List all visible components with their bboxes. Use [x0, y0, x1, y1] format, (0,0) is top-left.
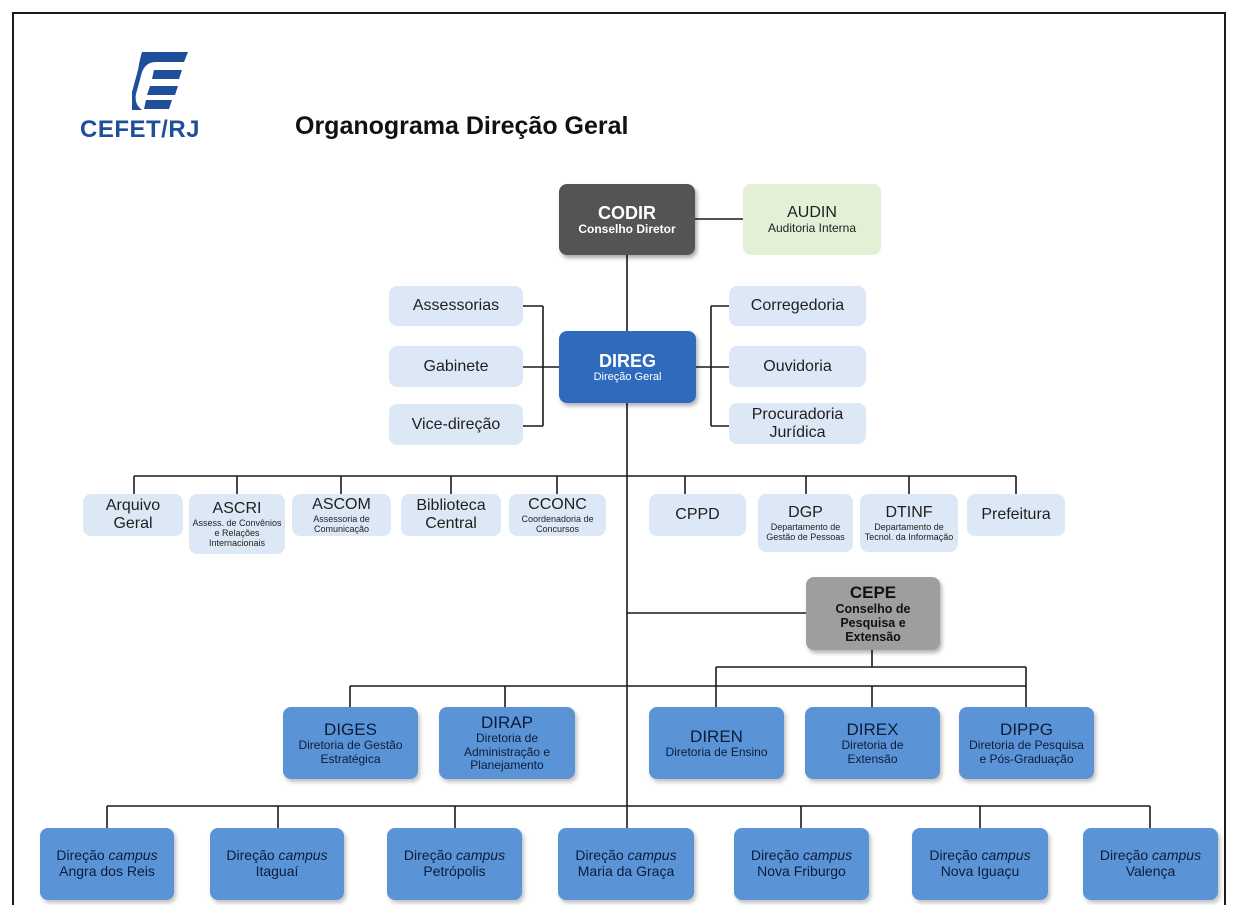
page-frame	[12, 12, 1226, 905]
unit-abbr: ASCOM	[312, 495, 371, 513]
directorate-abbr: DIRAP	[481, 713, 533, 733]
campus-heading: Direção campus	[56, 847, 158, 864]
unit-ascri: ASCRI Assess. de Convênios e Relações In…	[189, 494, 285, 554]
unit-prefeitura: Prefeitura	[967, 494, 1065, 536]
staff-corregedoria: Corregedoria	[729, 286, 866, 326]
unit-full: Coordenadoria de Concursos	[521, 513, 594, 534]
staff-label: Gabinete	[423, 357, 489, 375]
campus-valenca: Direção campus Valença	[1083, 828, 1218, 900]
directorate-full: Diretoria de Pesquisa e Pós-Graduação	[969, 738, 1084, 766]
directorate-abbr: DIREX	[846, 720, 899, 740]
directorate-full: Diretoria de Gestão Estratégica	[298, 738, 403, 766]
unit-arquivo: Arquivo Geral	[83, 494, 183, 536]
page-title: Organograma Direção Geral	[295, 112, 629, 140]
unit-full: Departamento de Gestão de Pessoas	[766, 521, 845, 542]
codir-box: CODIR Conselho Diretor	[559, 184, 695, 255]
campus-name: Nova Iguaçu	[940, 863, 1020, 879]
campus-heading: Direção campus	[403, 847, 506, 864]
staff-vice-direcao: Vice-direção	[389, 404, 523, 445]
unit-full: Departamento de Tecnol. da Informação	[864, 521, 954, 542]
directorate-abbr: DIREN	[690, 726, 743, 746]
staff-label: Vice-direção	[411, 415, 501, 433]
campus-name: Itaguaí	[255, 863, 299, 879]
direg-box: DIREG Direção Geral	[559, 331, 696, 403]
cepe-full: Conselho de Pesquisa e Extensão	[835, 602, 911, 645]
campus-name: Maria da Graça	[577, 863, 675, 879]
campus-petropolis: Direção campus Petrópolis	[387, 828, 522, 900]
campus-maria-da-graca: Direção campus Maria da Graça	[558, 828, 694, 900]
campus-heading: Direção campus	[575, 847, 677, 864]
unit-full: Assessoria de Comunicação	[313, 513, 370, 534]
cepe-abbr: CEPE	[849, 582, 897, 602]
direg-abbr: DIREG	[598, 350, 656, 371]
campus-heading: Direção campus	[750, 847, 853, 864]
campus-itaguai: Direção campus Itaguaí	[210, 828, 344, 900]
campus-heading: Direção campus	[1099, 847, 1202, 864]
directorate-abbr: DIGES	[324, 720, 377, 740]
directorate-direx: DIREX Diretoria de Extensão	[805, 707, 940, 779]
unit-full: Geral	[113, 515, 153, 532]
campus-name: Angra dos Reis	[59, 863, 155, 879]
unit-abbr: CCONC	[528, 495, 587, 513]
staff-label-line2: Jurídica	[769, 423, 826, 441]
staff-ouvidoria: Ouvidoria	[729, 346, 866, 387]
codir-full: Conselho Diretor	[578, 221, 676, 236]
directorate-dirap: DIRAP Diretoria de Administração e Plane…	[439, 707, 575, 779]
unit-abbr: DTINF	[885, 503, 933, 521]
directorate-diges: DIGES Diretoria de Gestão Estratégica	[283, 707, 418, 779]
audin-abbr: AUDIN	[787, 203, 837, 221]
unit-abbr: DGP	[788, 503, 823, 521]
unit-abbr: CPPD	[675, 506, 720, 524]
unit-dgp: DGP Departamento de Gestão de Pessoas	[758, 494, 853, 552]
staff-procuradoria: Procuradoria Jurídica	[729, 403, 866, 444]
campus-heading: Direção campus	[929, 847, 1031, 864]
unit-abbr: Arquivo	[105, 497, 161, 515]
unit-biblioteca: Biblioteca Central	[401, 494, 501, 536]
unit-abbr: ASCRI	[212, 499, 262, 517]
unit-ascom: ASCOM Assessoria de Comunicação	[292, 494, 391, 536]
logo-text: CEFET/RJ	[80, 116, 201, 143]
directorate-full: Diretoria de Extensão	[841, 738, 904, 766]
directorate-dippg: DIPPG Diretoria de Pesquisa e Pós-Gradua…	[959, 707, 1094, 779]
directorate-full: Diretoria de Administração e Planejament…	[463, 731, 551, 773]
unit-abbr: Prefeitura	[981, 506, 1051, 524]
cefet-logo: CEFET/RJ	[80, 52, 252, 144]
audin-box: AUDIN Auditoria Interna	[743, 184, 881, 255]
staff-label: Assessorias	[412, 297, 500, 315]
cepe-box: CEPE Conselho de Pesquisa e Extensão	[806, 577, 940, 650]
campus-nova-friburgo: Direção campus Nova Friburgo	[734, 828, 869, 900]
staff-label: Ouvidoria	[763, 357, 832, 375]
campus-heading: Direção campus	[226, 847, 328, 864]
campus-name: Nova Friburgo	[757, 863, 846, 879]
staff-label: Corregedoria	[750, 297, 845, 315]
campus-name: Petrópolis	[423, 863, 486, 879]
campus-name: Valença	[1125, 863, 1176, 879]
directorate-diren: DIREN Diretoria de Ensino	[649, 707, 784, 779]
unit-cppd: CPPD	[649, 494, 746, 536]
unit-cconc: CCONC Coordenadoria de Concursos	[509, 494, 606, 536]
direg-full: Direção Geral	[593, 370, 662, 383]
directorate-full: Diretoria de Ensino	[665, 744, 768, 759]
unit-full: Central	[425, 515, 477, 532]
audin-full: Auditoria Interna	[767, 220, 857, 235]
unit-dtinf: DTINF Departamento de Tecnol. da Informa…	[860, 494, 958, 552]
unit-abbr: Biblioteca	[416, 497, 486, 515]
staff-gabinete: Gabinete	[389, 346, 523, 387]
staff-assessorias: Assessorias	[389, 286, 523, 326]
staff-label: Procuradoria	[751, 405, 844, 423]
campus-angra-dos-reis: Direção campus Angra dos Reis	[40, 828, 174, 900]
directorate-abbr: DIPPG	[1000, 720, 1053, 740]
codir-abbr: CODIR	[598, 202, 656, 223]
cefet-logo-icon	[132, 52, 188, 110]
campus-nova-iguacu: Direção campus Nova Iguaçu	[912, 828, 1048, 900]
unit-full: Assess. de Convênios e Relações Internac…	[192, 517, 282, 548]
